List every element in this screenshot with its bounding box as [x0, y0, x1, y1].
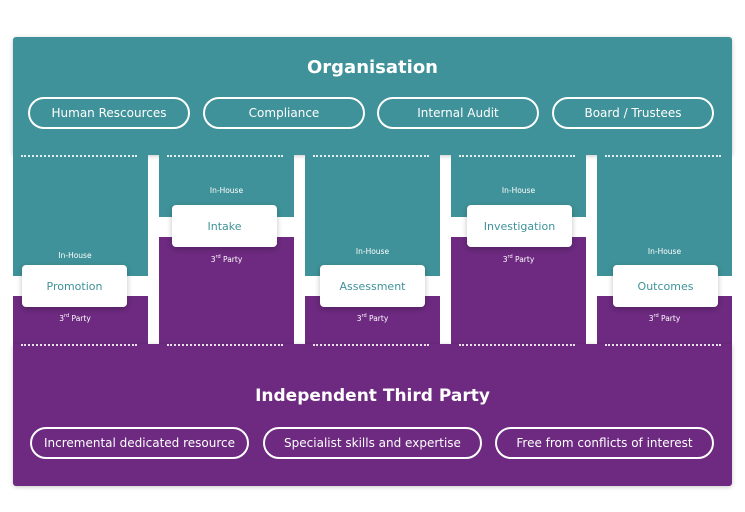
pill-compliance: Compliance [203, 97, 365, 129]
dotted-divider [167, 344, 283, 346]
column-intake-thirdparty [159, 237, 294, 344]
dotted-divider [605, 344, 721, 346]
in-house-label: In-House [209, 186, 244, 195]
in-house-label: In-House [355, 247, 390, 256]
in-house-label: In-House [647, 247, 682, 256]
dotted-divider [167, 155, 283, 157]
pill-human-resources: Human Rescources [28, 97, 190, 129]
in-house-label: In-House [58, 251, 92, 260]
third-party-title: Independent Third Party [255, 386, 490, 406]
third-party-label: 3rd Party [648, 313, 681, 323]
organisation-panel [13, 37, 732, 155]
stage-intake: Intake [172, 205, 277, 247]
organisation-title: Organisation [306, 57, 438, 78]
pill-specialist-skills: Specialist skills and expertise [263, 427, 482, 459]
third-party-label: 3rd Party [356, 313, 389, 323]
stage-promotion: Promotion [22, 265, 127, 307]
pill-internal-audit: Internal Audit [377, 97, 539, 129]
third-party-panel [13, 344, 732, 486]
dotted-divider [459, 344, 575, 346]
pill-free-from-conflicts: Free from conflicts of interest [495, 427, 714, 459]
third-party-label: 3rd Party [210, 254, 243, 264]
dotted-divider [605, 155, 721, 157]
pill-board-trustees: Board / Trustees [552, 97, 714, 129]
column-outcomes-inhouse [597, 155, 732, 276]
third-party-label: 3rd Party [59, 313, 91, 323]
dotted-divider [459, 155, 575, 157]
in-house-label: In-House [501, 186, 536, 195]
stage-investigation: Investigation [467, 205, 572, 247]
stage-outcomes: Outcomes [613, 265, 718, 307]
column-promotion-inhouse [13, 155, 148, 276]
pill-incremental-resource: Incremental dedicated resource [30, 427, 249, 459]
column-assessment-inhouse [305, 155, 440, 276]
third-party-label: 3rd Party [502, 254, 535, 264]
stage-assessment: Assessment [320, 265, 425, 307]
dotted-divider [313, 155, 429, 157]
dotted-divider [313, 344, 429, 346]
dotted-divider [21, 155, 137, 157]
column-investigation-thirdparty [451, 237, 586, 344]
dotted-divider [21, 344, 137, 346]
